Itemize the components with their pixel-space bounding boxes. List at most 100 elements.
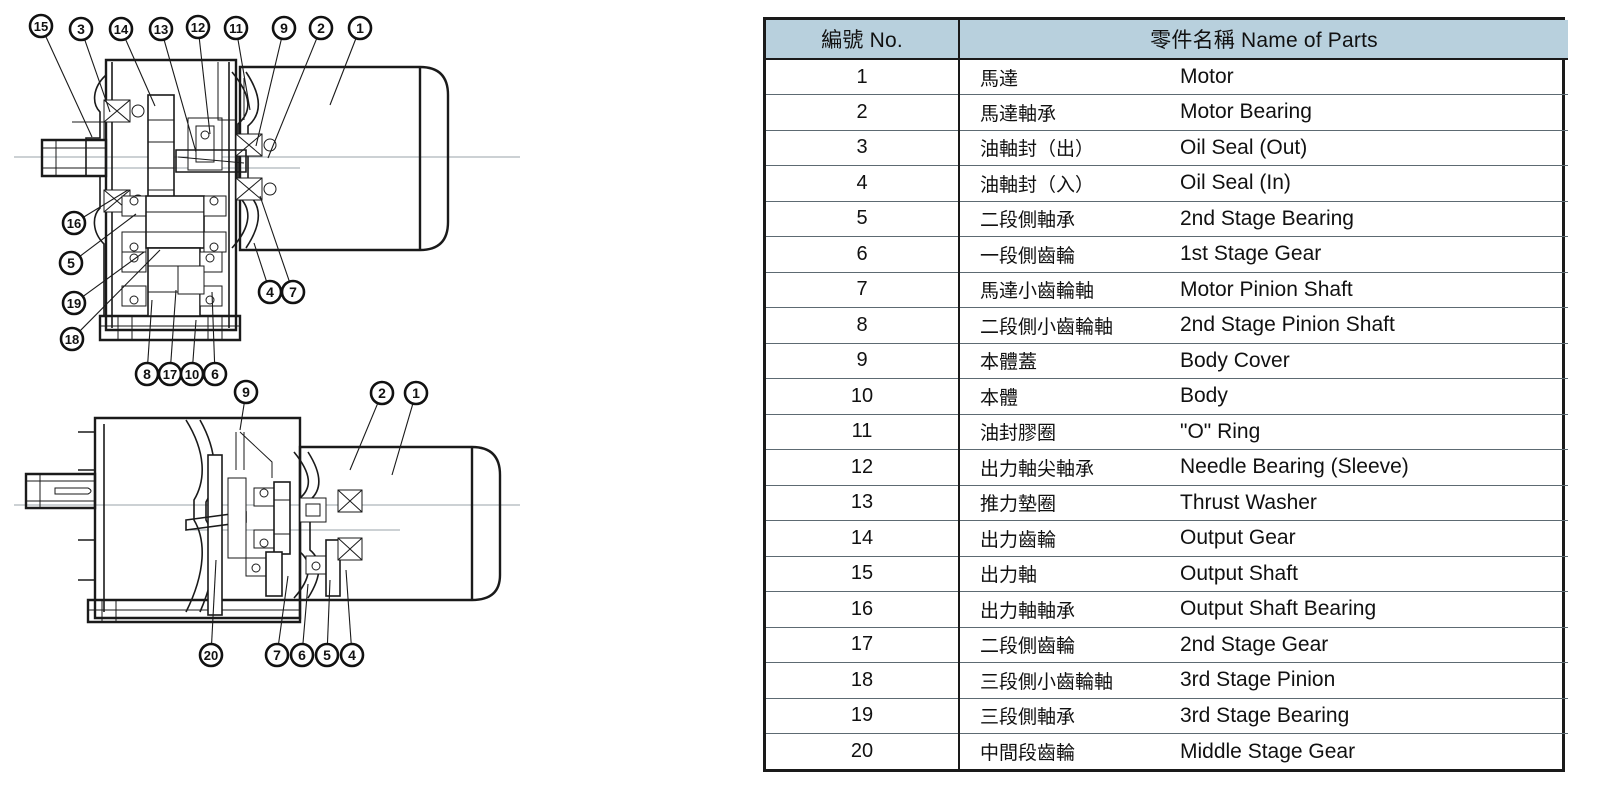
- callout-leader-line: [211, 291, 216, 364]
- callout-20: 20: [198, 559, 224, 668]
- header-row: 編號 No. 零件名稱 Name of Parts: [766, 20, 1568, 60]
- callout-5: 5: [58, 213, 137, 276]
- callout-number: 5: [323, 647, 331, 663]
- callout-circle: [198, 642, 224, 668]
- cell-part-number: 6: [766, 236, 960, 272]
- top-view-drawing: [14, 58, 520, 342]
- callout-leader-line: [163, 39, 197, 153]
- mounting-base: [98, 314, 242, 342]
- callout-7: 7: [259, 195, 306, 305]
- callout-leader-line: [391, 403, 414, 476]
- cell-part-number: 19: [766, 697, 960, 734]
- cell-part-number: 1: [766, 59, 960, 95]
- callout-16: 16: [61, 189, 129, 236]
- callout-leader-line: [329, 38, 357, 106]
- part-name-zh: 中間段齒輪: [980, 743, 1076, 764]
- callout-leader-line: [237, 38, 251, 111]
- callout-18: 18: [59, 249, 161, 352]
- cell-part-name: 中間段齒輪 Middle Stage Gear: [959, 733, 1568, 769]
- callout-number: 13: [154, 22, 168, 37]
- callout-circle: [223, 15, 249, 41]
- output-shaft: [40, 121, 108, 178]
- callout-15: 15: [28, 13, 93, 138]
- callout-circle: [108, 16, 134, 42]
- callout-circle: [271, 15, 297, 41]
- callout-number: 11: [229, 21, 243, 36]
- callout-6: 6: [289, 583, 315, 668]
- callout-number: 8: [143, 366, 151, 382]
- part-name-en: Thrust Washer: [1180, 490, 1317, 514]
- callout-number: 9: [242, 384, 250, 400]
- callout-1: 1: [391, 380, 429, 476]
- column-header-no: 編號 No.: [766, 20, 960, 60]
- column-header-name: 零件名稱 Name of Parts: [959, 20, 1568, 60]
- callout-circle: [148, 16, 174, 42]
- gearbox-technical-drawing: .ln { fill:none; stroke:#1a1a1a; stroke-…: [14, 13, 520, 668]
- callout-7: 7: [264, 575, 290, 668]
- callout-number: 20: [204, 648, 218, 663]
- callout-leader-line: [84, 39, 111, 113]
- callout-leader-line: [259, 195, 290, 282]
- part-name-en: Needle Bearing (Sleeve): [1180, 455, 1409, 479]
- cell-part-number: 10: [766, 378, 960, 414]
- callout-number: 3: [77, 21, 85, 37]
- callout-circle: [339, 642, 365, 668]
- callout-3: 3: [68, 16, 111, 113]
- callout-leader-line: [345, 569, 352, 645]
- callout-number: 7: [273, 647, 281, 663]
- internal-gear-train-2: [185, 454, 363, 616]
- thrust-washer-assembly: [187, 117, 223, 171]
- callout-leader-line: [239, 402, 245, 431]
- part-name-en: Oil Seal (Out): [1180, 135, 1308, 159]
- callout-leader-line: [79, 249, 161, 332]
- callout-17: 17: [157, 289, 183, 387]
- motor-bearing: [235, 133, 277, 201]
- callout-number: 9: [280, 20, 288, 36]
- cell-part-number: 13: [766, 484, 960, 521]
- bottom-view-drawing: [14, 416, 520, 624]
- callout-circle: [233, 379, 259, 405]
- part-name-en: Oil Seal (In): [1180, 171, 1291, 195]
- part-name-zh: 出力齒輪: [980, 529, 1057, 551]
- part-name-en: Motor Bearing: [1180, 100, 1312, 124]
- part-name-en: Output Shaft Bearing: [1180, 597, 1377, 621]
- part-name-en: 3rd Stage Bearing: [1180, 703, 1350, 727]
- callout-leader-line: [349, 402, 379, 471]
- part-name-zh: 一段側齒輪: [980, 245, 1076, 267]
- part-name-en: Output Gear: [1180, 526, 1296, 550]
- callout-number: 1: [412, 385, 420, 401]
- callout-5: 5: [314, 579, 340, 668]
- part-name-en: Middle Stage Gear: [1180, 739, 1356, 763]
- output-gear: [147, 94, 175, 216]
- part-name-zh: 本體蓋: [980, 352, 1038, 374]
- callout-leader-line: [79, 213, 137, 257]
- callout-4: 4: [339, 569, 365, 668]
- mounting-base-2: [86, 598, 302, 624]
- callout-number: 10: [185, 367, 199, 382]
- callout-circle: [58, 250, 84, 276]
